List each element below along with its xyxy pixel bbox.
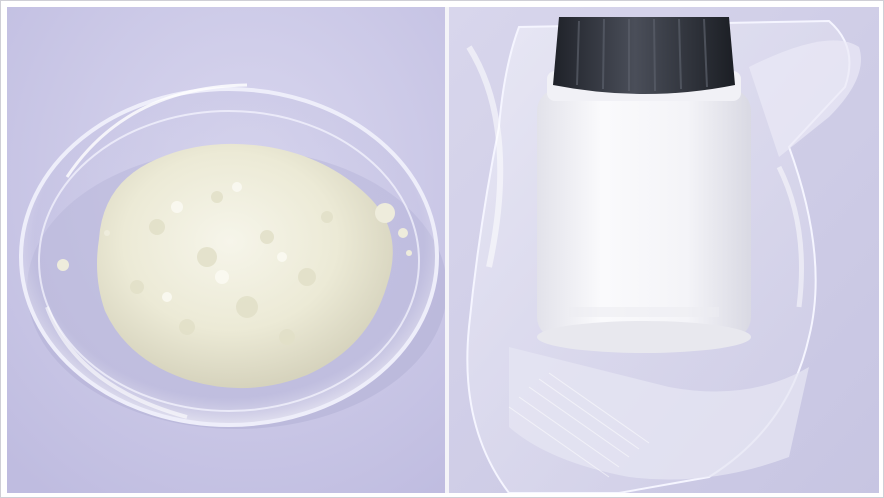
white-powder-pile <box>97 143 393 389</box>
bottle-scene <box>449 7 879 493</box>
bag-reflection-right <box>776 165 804 308</box>
petri-dish-scene <box>7 7 445 493</box>
bag-flap <box>749 40 861 158</box>
photo-bottle-in-bag <box>449 7 879 493</box>
powder-highlights <box>162 182 287 302</box>
cap-ridges <box>576 18 708 92</box>
photo-petri-dish-powder <box>7 7 445 493</box>
white-bottle-body <box>537 89 751 339</box>
petri-dish-inner-rim <box>38 110 420 412</box>
bag-seal-texture <box>508 372 650 478</box>
loose-granules <box>57 203 412 271</box>
dish-highlight-bottom <box>45 306 188 419</box>
powder-texture <box>130 191 333 345</box>
black-bottle-cap <box>553 17 735 94</box>
dish-highlight-top <box>65 83 248 178</box>
bag-reflection-left <box>466 45 504 268</box>
bottle-base-shine <box>569 307 719 317</box>
bottle-base <box>537 321 751 353</box>
bag-fold-bottom <box>509 347 809 480</box>
panel-divider <box>445 7 449 493</box>
